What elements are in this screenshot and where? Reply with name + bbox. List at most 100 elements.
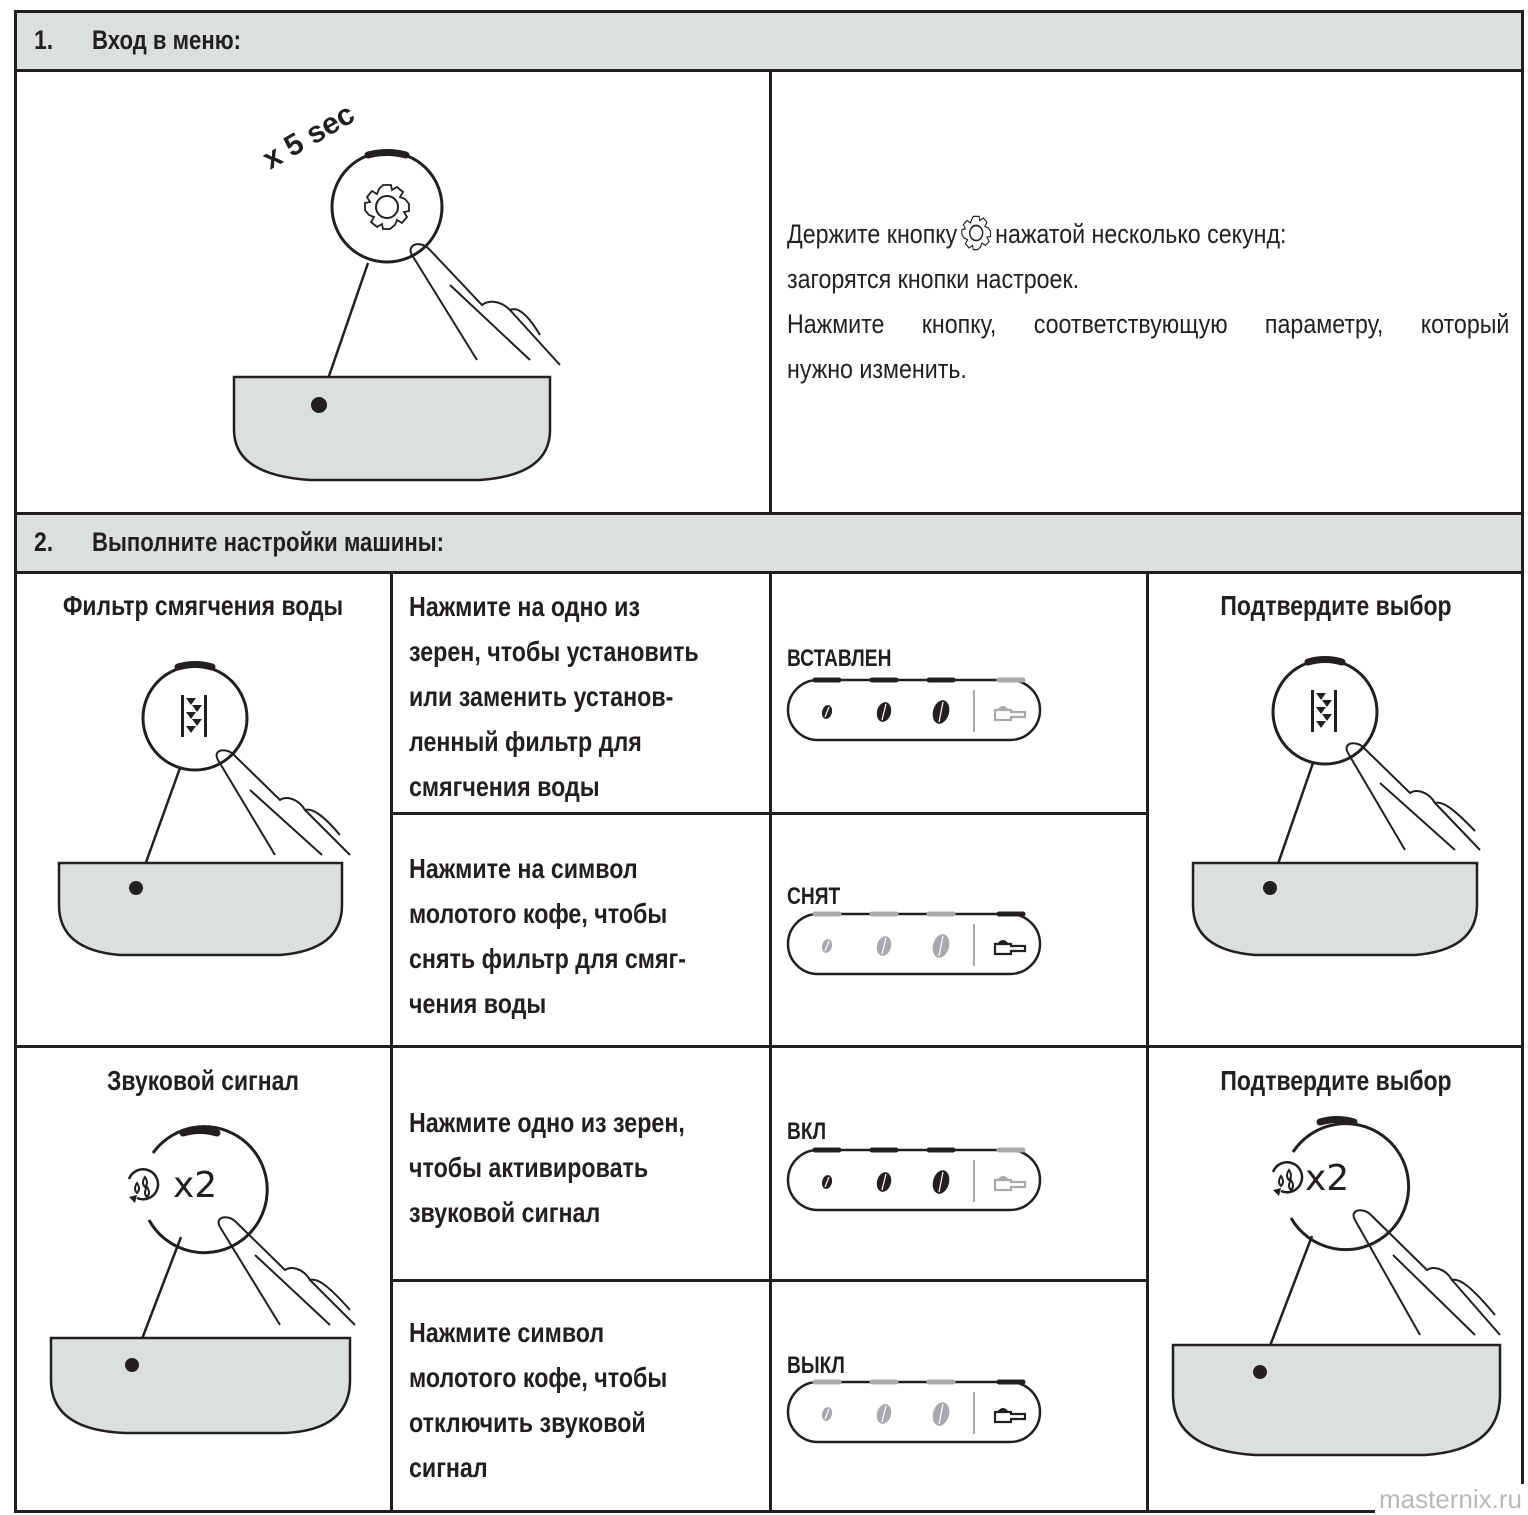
confirm-label-filter: Подтвердите выбор bbox=[1220, 590, 1452, 621]
ground-coffee-icon[interactable] bbox=[993, 706, 1027, 722]
instruction-line: зерен, чтобы установить bbox=[409, 636, 699, 667]
section-1-title: Вход в меню: bbox=[92, 25, 242, 55]
hold-duration-label: x 5 sec bbox=[257, 97, 360, 176]
intro-line-3: Нажмите кнопку, соответствующую параметр… bbox=[787, 309, 1510, 339]
coffee-bean-icon[interactable] bbox=[930, 698, 952, 725]
sound-button-illustration: x2 bbox=[49, 1125, 356, 1435]
intro-line-1b: нажатой несколько секунд: bbox=[995, 219, 1287, 249]
coffee-bean-icon[interactable] bbox=[820, 704, 833, 720]
section-1-header: 1. Вход в меню: bbox=[14, 10, 1524, 72]
divider bbox=[390, 1279, 1148, 1282]
finger-icon bbox=[409, 243, 541, 336]
finger-icon bbox=[217, 1216, 351, 1311]
water-filter-icon bbox=[1311, 690, 1337, 732]
divider bbox=[1146, 572, 1149, 1512]
descale-button bbox=[1289, 1122, 1411, 1252]
coffee-bean-icon[interactable] bbox=[875, 701, 894, 724]
ground-coffee-icon[interactable] bbox=[993, 1176, 1027, 1192]
gear-icon bbox=[364, 184, 410, 230]
instruction-filter-insert: Нажмите на одно из зерен, чтобы установи… bbox=[409, 584, 699, 809]
coffee-bean-icon[interactable] bbox=[930, 1168, 952, 1195]
bean-panel-on bbox=[786, 1147, 1042, 1212]
setting-sound-title: Звуковой сигнал bbox=[107, 1065, 299, 1096]
coffee-bean-icon[interactable] bbox=[820, 1406, 833, 1422]
divider bbox=[769, 572, 772, 1512]
intro-line-4: нужно изменить. bbox=[787, 354, 967, 384]
gear-icon bbox=[961, 215, 992, 251]
coffee-bean-icon[interactable] bbox=[875, 935, 894, 958]
bean-panel-inserted bbox=[786, 677, 1042, 742]
indicator-led bbox=[364, 149, 410, 159]
panel-outline bbox=[786, 1148, 1042, 1212]
control-panel bbox=[57, 861, 344, 957]
instruction-line: снять фильтр для смяг- bbox=[409, 943, 686, 974]
descale-icon bbox=[127, 1168, 160, 1203]
water-filter-button bbox=[1271, 658, 1379, 766]
instruction-line: чтобы активировать bbox=[409, 1152, 649, 1183]
instruction-line: звуковой сигнал bbox=[409, 1197, 601, 1228]
instruction-line: отключить звуковой bbox=[409, 1407, 646, 1438]
control-panel bbox=[232, 375, 552, 482]
ground-coffee-icon[interactable] bbox=[993, 940, 1027, 956]
finger-icon bbox=[1345, 742, 1476, 832]
section-2-header: 2. Выполните настройки машины: bbox=[14, 512, 1524, 574]
finger-icon bbox=[1352, 1209, 1496, 1316]
ground-coffee-icon[interactable] bbox=[993, 1408, 1027, 1424]
coffee-bean-icon[interactable] bbox=[930, 932, 952, 959]
instruction-line: чения воды bbox=[409, 988, 547, 1019]
instruction-sound-on: Нажмите одно из зерен, чтобы активироват… bbox=[409, 1100, 685, 1235]
instruction-line: Нажмите одно из зерен, bbox=[409, 1107, 685, 1138]
state-label-inserted: ВСТАВЛЕН bbox=[787, 645, 892, 672]
divider bbox=[14, 1045, 1524, 1048]
bean-panel-off bbox=[786, 1379, 1042, 1444]
divider bbox=[769, 70, 772, 512]
panel-outline bbox=[786, 912, 1042, 976]
watermark: masternix.ru bbox=[1374, 1484, 1526, 1515]
panel-outline bbox=[786, 1380, 1042, 1444]
panel-outline bbox=[786, 678, 1042, 742]
instruction-line: молотого кофе, чтобы bbox=[409, 1362, 668, 1393]
coffee-bean-icon[interactable] bbox=[875, 1403, 894, 1426]
instruction-line: молотого кофе, чтобы bbox=[409, 898, 668, 929]
instruction-line: смягчения воды bbox=[409, 771, 600, 802]
coffee-bean-icon[interactable] bbox=[820, 1174, 833, 1190]
divider bbox=[390, 572, 393, 1512]
descale-x2-label: x2 bbox=[173, 1165, 217, 1206]
instruction-line: сигнал bbox=[409, 1452, 488, 1483]
coffee-bean-icon[interactable] bbox=[820, 938, 833, 954]
instruction-line: Нажмите на одно из bbox=[409, 591, 641, 622]
coffee-bean-icon[interactable] bbox=[930, 1400, 952, 1427]
instruction-line: или заменить установ- bbox=[409, 681, 674, 712]
instruction-line: Нажмите символ bbox=[409, 1317, 605, 1348]
control-panel bbox=[1171, 1343, 1502, 1457]
water-filter-button bbox=[141, 664, 249, 772]
instruction-sound-off: Нажмите символ молотого кофе, чтобы откл… bbox=[409, 1310, 667, 1490]
instruction-line: ленный фильтр для bbox=[409, 726, 642, 757]
setting-water-filter-title: Фильтр смягчения воды bbox=[62, 590, 344, 621]
instruction-filter-remove: Нажмите на символ молотого кофе, чтобы с… bbox=[409, 846, 686, 1026]
control-panel bbox=[49, 1336, 352, 1435]
water-filter-button-illustration bbox=[57, 661, 351, 957]
intro-line-2: загорятся кнопки настроек. bbox=[787, 264, 1080, 294]
state-label-off: ВЫКЛ bbox=[787, 1352, 845, 1379]
confirm-sound-illustration: x2 bbox=[1171, 1116, 1502, 1457]
section-2-number: 2. bbox=[34, 527, 54, 557]
section-1-number: 1. bbox=[34, 25, 54, 55]
control-panel bbox=[1191, 861, 1479, 957]
water-filter-icon bbox=[181, 695, 207, 737]
confirm-label-sound: Подтвердите выбор bbox=[1220, 1065, 1452, 1096]
divider bbox=[390, 812, 1148, 815]
instruction-line: Нажмите на символ bbox=[409, 853, 638, 884]
bean-panel-removed bbox=[786, 911, 1042, 976]
state-label-on: ВКЛ bbox=[787, 1118, 827, 1145]
coffee-bean-icon[interactable] bbox=[875, 1171, 894, 1194]
confirm-filter-illustration bbox=[1191, 656, 1481, 957]
intro-line-1a: Держите кнопку bbox=[787, 219, 958, 249]
descale-icon bbox=[1271, 1161, 1304, 1196]
menu-button-illustration: x 5 sec bbox=[232, 97, 561, 482]
section-2-title: Выполните настройки машины: bbox=[92, 527, 445, 557]
descale-x2-label: x2 bbox=[1305, 1158, 1349, 1199]
state-label-removed: СНЯТ bbox=[787, 883, 841, 910]
finger-icon bbox=[215, 749, 341, 836]
